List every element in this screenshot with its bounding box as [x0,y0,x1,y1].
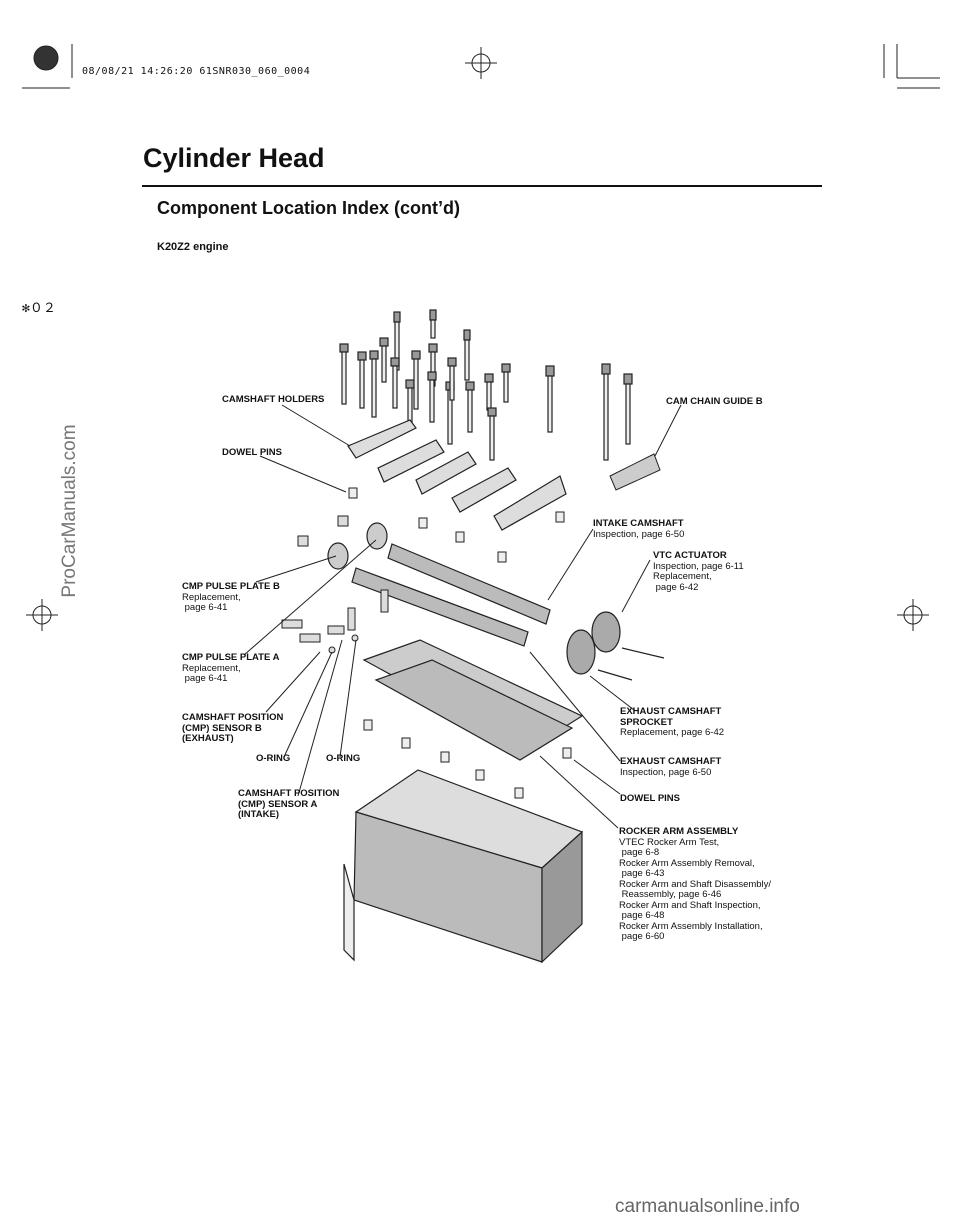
engine-label: K20Z2 engine [157,241,229,253]
cam-chain-guide [609,453,661,491]
label-cmp-sensor-a: CAMSHAFT POSITION (CMP) SENSOR A (INTAKE… [238,788,340,820]
cylinder-head [343,769,584,964]
head-bolts [339,309,633,461]
camshafts [351,543,551,647]
leader-lines [243,404,682,829]
label-o-ring-left: O-RING [256,753,291,764]
label-cmp-sensor-b: CAMSHAFT POSITION (CMP) SENSOR B (EXHAUS… [182,712,284,744]
label-dowel-pins-bottom: DOWEL PINS [620,793,680,804]
side-watermark: ProCarManuals.com [59,424,80,598]
pulse-plates [327,522,388,570]
sprockets [566,611,665,681]
bottom-watermark: carmanualsonline.info [615,1196,800,1217]
label-o-ring-right: O-RING [326,753,361,764]
label-dowel-pins-top: DOWEL PINS [222,447,282,458]
small-parts [281,515,389,654]
print-stamp: 08/08/21 14:26:20 61SNR030_060_0004 [82,66,311,77]
page-title: Cylinder Head [143,143,325,173]
page-marker: ✻０２ [22,301,56,316]
label-cam-chain-guide-b: CAM CHAIN GUIDE B [666,396,763,407]
dowel-pins [348,487,572,799]
rocker-arm-assembly [362,639,584,761]
title-rule [142,185,822,187]
section-title: Component Location Index (cont’d) [157,198,460,218]
label-camshaft-holders: CAMSHAFT HOLDERS [222,394,325,405]
camshaft-holders [347,419,567,531]
